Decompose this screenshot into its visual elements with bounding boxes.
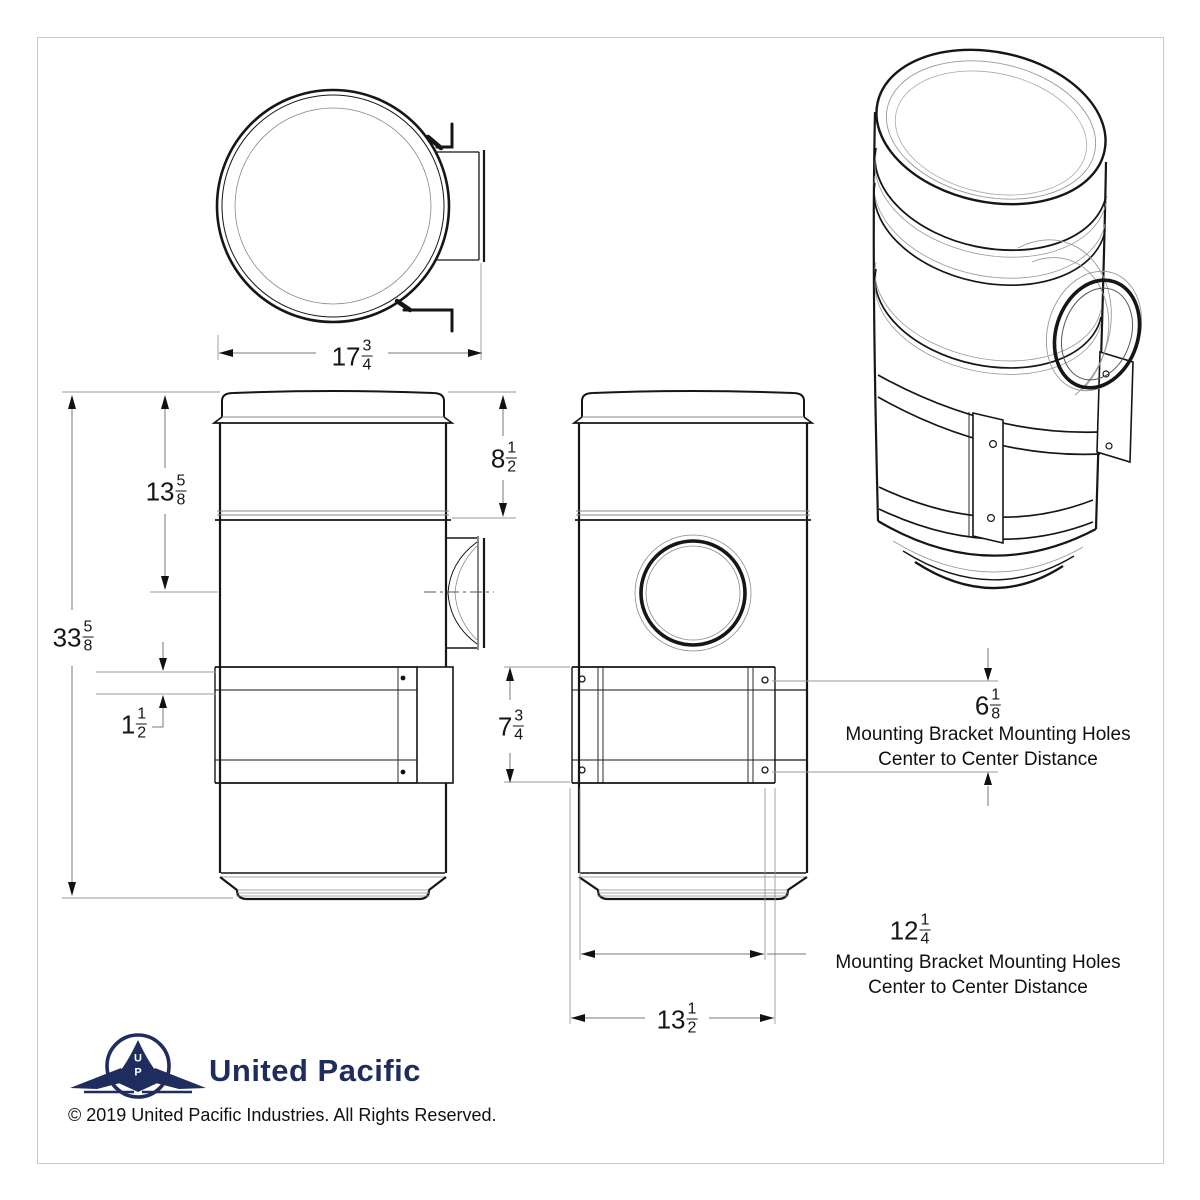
note-right-mounting-holes: Mounting Bracket Mounting Holes Center t…	[845, 722, 1130, 772]
dim-whole: 33	[52, 622, 82, 652]
note-bottom-mounting-holes: Mounting Bracket Mounting Holes Center t…	[835, 950, 1120, 1000]
united-pacific-logo-icon	[70, 1033, 206, 1099]
bottom-hook	[402, 308, 454, 333]
logo-wordmark: United Pacific	[209, 1053, 421, 1088]
dim-whole: 1	[120, 709, 136, 739]
top-view-drawing	[215, 88, 486, 360]
copyright-text: © 2019 United Pacific Industries. All Ri…	[68, 1105, 497, 1125]
dim-whole: 6	[974, 690, 990, 720]
bracket-hole	[761, 676, 769, 684]
bracket-hole	[400, 769, 406, 775]
bracket-plate-front	[972, 411, 1004, 545]
page-border	[37, 37, 1164, 1164]
dim-whole: 8	[490, 443, 506, 473]
iso-port-ring	[1052, 278, 1142, 390]
bracket-hole	[578, 766, 586, 774]
note-line: Mounting Bracket Mounting Holes	[835, 952, 1121, 973]
side-view-drawing	[62, 390, 516, 901]
logo-monogram-u: U	[134, 1052, 142, 1065]
bracket-hole	[986, 513, 995, 522]
bracket-hole	[1105, 442, 1113, 450]
dim-whole: 7	[497, 711, 513, 741]
front-view-drawing	[504, 390, 998, 1024]
bracket-plate-right	[1096, 350, 1134, 464]
dim-whole: 17	[331, 341, 361, 371]
intake-port-circle	[639, 539, 747, 647]
bracket-hole	[988, 440, 997, 449]
logo-wing-left	[70, 1068, 128, 1089]
dim-whole: 13	[656, 1004, 686, 1034]
note-line: Center to Center Distance	[878, 749, 1098, 770]
top-hook	[435, 122, 454, 149]
note-line: Center to Center Distance	[868, 977, 1088, 998]
bracket-plate-side	[416, 666, 454, 784]
isometric-view-drawing	[872, 48, 1143, 590]
logo-monogram-p: P	[134, 1066, 142, 1079]
bracket-hole	[761, 766, 769, 774]
dim-whole: 13	[145, 476, 175, 506]
dim-whole: 12	[889, 915, 919, 945]
bracket-hole	[578, 675, 586, 683]
bracket-hole	[400, 675, 406, 681]
note-line: Mounting Bracket Mounting Holes	[845, 724, 1131, 745]
logo-wing-right	[148, 1068, 206, 1089]
